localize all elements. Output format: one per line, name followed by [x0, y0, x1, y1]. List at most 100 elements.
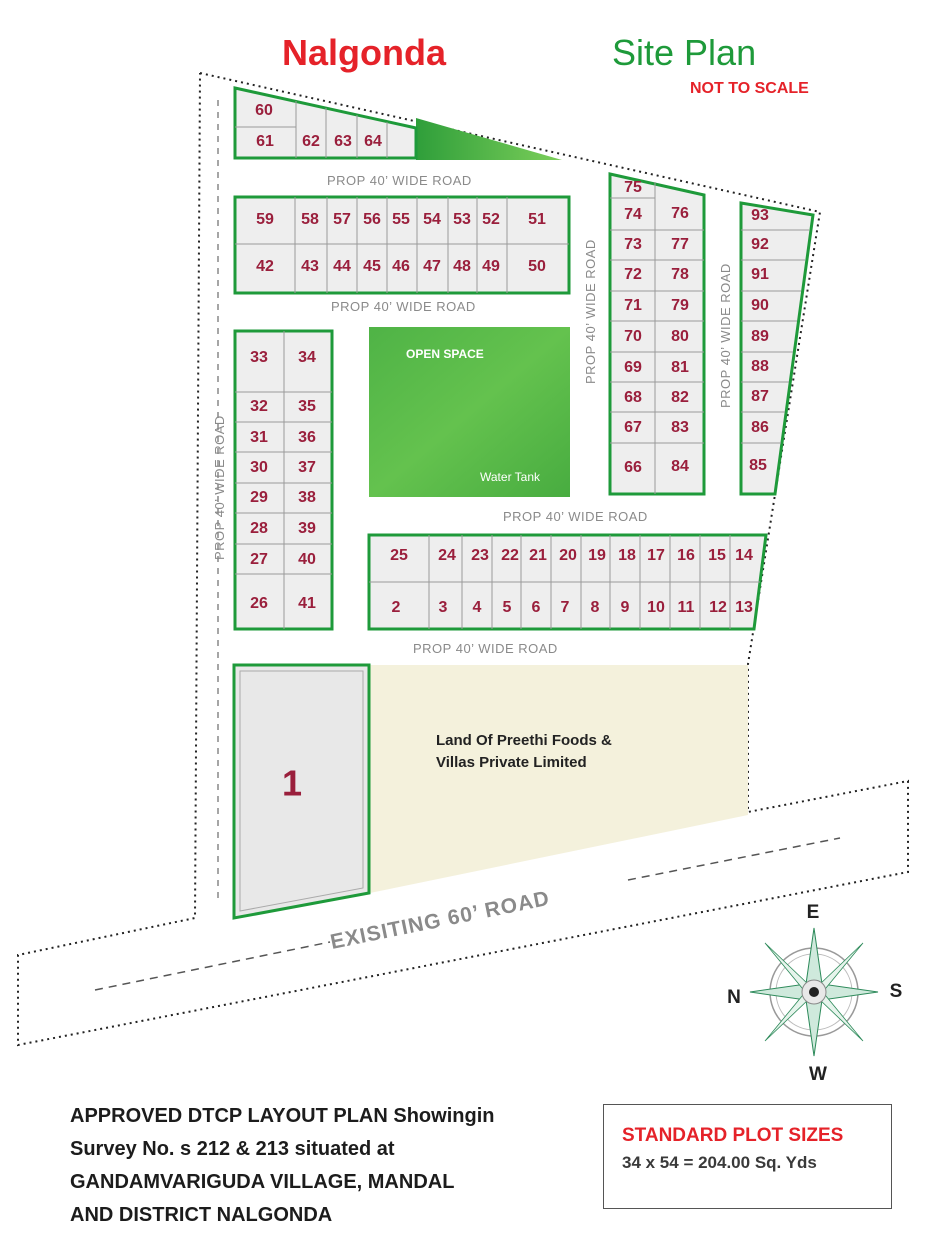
- plot-38[interactable]: 38: [298, 489, 316, 506]
- plot-45[interactable]: 45: [363, 258, 381, 275]
- plot-27[interactable]: 27: [250, 551, 268, 568]
- plot-46[interactable]: 46: [392, 258, 410, 275]
- plot-26[interactable]: 26: [250, 595, 268, 612]
- plot-89[interactable]: 89: [751, 328, 769, 345]
- plot-32[interactable]: 32: [250, 398, 268, 415]
- city-title: Nalgonda: [282, 32, 447, 73]
- plot-22[interactable]: 22: [501, 547, 519, 564]
- plot-75[interactable]: 75: [624, 179, 642, 196]
- plot-1-number: 1: [282, 763, 302, 804]
- plot-24[interactable]: 24: [438, 547, 456, 564]
- plot-81[interactable]: 81: [671, 359, 689, 376]
- compass-north: N: [727, 987, 741, 1008]
- plot-54[interactable]: 54: [423, 211, 441, 228]
- plot-7[interactable]: 7: [561, 599, 570, 616]
- plot-91[interactable]: 91: [751, 266, 769, 283]
- plot-25[interactable]: 25: [390, 547, 408, 564]
- plot-84[interactable]: 84: [671, 458, 689, 475]
- plot-37[interactable]: 37: [298, 459, 316, 476]
- plot-58[interactable]: 58: [301, 211, 319, 228]
- plot-52[interactable]: 52: [482, 211, 500, 228]
- plot-4[interactable]: 4: [473, 599, 482, 616]
- plot-36[interactable]: 36: [298, 429, 316, 446]
- plot-50[interactable]: 50: [528, 258, 546, 275]
- plot-86[interactable]: 86: [751, 419, 769, 436]
- plot-10[interactable]: 10: [647, 599, 665, 616]
- plot-66[interactable]: 66: [624, 459, 642, 476]
- plot-11[interactable]: 11: [678, 599, 695, 616]
- plot-70[interactable]: 70: [624, 328, 642, 345]
- plot-47[interactable]: 47: [423, 258, 441, 275]
- plot-56[interactable]: 56: [363, 211, 381, 228]
- plot-28[interactable]: 28: [250, 520, 268, 537]
- plot-16[interactable]: 16: [677, 547, 695, 564]
- plot-80[interactable]: 80: [671, 328, 689, 345]
- plot-12[interactable]: 12: [709, 599, 727, 616]
- plot-48[interactable]: 48: [453, 258, 471, 275]
- plot-2[interactable]: 2: [392, 599, 401, 616]
- plot-83[interactable]: 83: [671, 419, 689, 436]
- existing-road-label: EXISITING 60’ ROAD: [328, 887, 551, 954]
- plot-9[interactable]: 9: [621, 599, 630, 616]
- plot-35[interactable]: 35: [298, 398, 316, 415]
- plot-69[interactable]: 69: [624, 359, 642, 376]
- plot-55[interactable]: 55: [392, 211, 410, 228]
- plot-64[interactable]: 64: [364, 133, 382, 150]
- plot-23[interactable]: 23: [471, 547, 489, 564]
- plot-20[interactable]: 20: [559, 547, 577, 564]
- plot-31[interactable]: 31: [250, 429, 268, 446]
- plot-42[interactable]: 42: [256, 258, 274, 275]
- plot-40[interactable]: 40: [298, 551, 316, 568]
- plot-43[interactable]: 43: [301, 258, 319, 275]
- plot-63[interactable]: 63: [334, 133, 352, 150]
- plot-5[interactable]: 5: [503, 599, 512, 616]
- plot-57[interactable]: 57: [333, 211, 351, 228]
- plot-82[interactable]: 82: [671, 389, 689, 406]
- plot-74[interactable]: 74: [624, 206, 642, 223]
- plot-41[interactable]: 41: [298, 595, 316, 612]
- plot-87[interactable]: 87: [751, 388, 769, 405]
- land-label-line1: Land Of Preethi Foods &: [436, 732, 612, 749]
- block-66-84: [608, 172, 706, 496]
- plot-76[interactable]: 76: [671, 205, 689, 222]
- plot-19[interactable]: 19: [588, 547, 606, 564]
- plot-30[interactable]: 30: [250, 459, 268, 476]
- plot-88[interactable]: 88: [751, 358, 769, 375]
- plot-78[interactable]: 78: [671, 266, 689, 283]
- plot-13[interactable]: 13: [735, 599, 753, 616]
- plot-92[interactable]: 92: [751, 236, 769, 253]
- plot-90[interactable]: 90: [751, 297, 769, 314]
- plot-21[interactable]: 21: [529, 547, 547, 564]
- approved-line-4: AND DISTRICT NALGONDA: [70, 1204, 333, 1226]
- plot-60[interactable]: 60: [255, 102, 273, 119]
- plot-44[interactable]: 44: [333, 258, 351, 275]
- plot-18[interactable]: 18: [618, 547, 636, 564]
- plot-77[interactable]: 77: [671, 236, 689, 253]
- plot-6[interactable]: 6: [532, 599, 541, 616]
- plot-73[interactable]: 73: [624, 236, 642, 253]
- plot-39[interactable]: 39: [298, 520, 316, 537]
- plot-93[interactable]: 93: [751, 207, 769, 224]
- plot-51[interactable]: 51: [528, 211, 546, 228]
- plot-62[interactable]: 62: [302, 133, 320, 150]
- plot-3[interactable]: 3: [439, 599, 448, 616]
- plot-68[interactable]: 68: [624, 389, 642, 406]
- plot-72[interactable]: 72: [624, 266, 642, 283]
- plot-8[interactable]: 8: [591, 599, 600, 616]
- plot-1[interactable]: [232, 663, 371, 920]
- plot-59[interactable]: 59: [256, 211, 274, 228]
- plot-71[interactable]: 71: [624, 297, 642, 314]
- plot-34[interactable]: 34: [298, 349, 316, 366]
- plot-29[interactable]: 29: [250, 489, 268, 506]
- plot-85[interactable]: 85: [749, 457, 767, 474]
- plot-17[interactable]: 17: [647, 547, 665, 564]
- plot-79[interactable]: 79: [671, 297, 689, 314]
- plot-33[interactable]: 33: [250, 349, 268, 366]
- plot-53[interactable]: 53: [453, 211, 471, 228]
- plot-1-inner: [239, 670, 364, 912]
- plot-14[interactable]: 14: [735, 547, 753, 564]
- plot-67[interactable]: 67: [624, 419, 642, 436]
- plot-49[interactable]: 49: [482, 258, 500, 275]
- plot-61[interactable]: 61: [256, 133, 274, 150]
- plot-15[interactable]: 15: [708, 547, 726, 564]
